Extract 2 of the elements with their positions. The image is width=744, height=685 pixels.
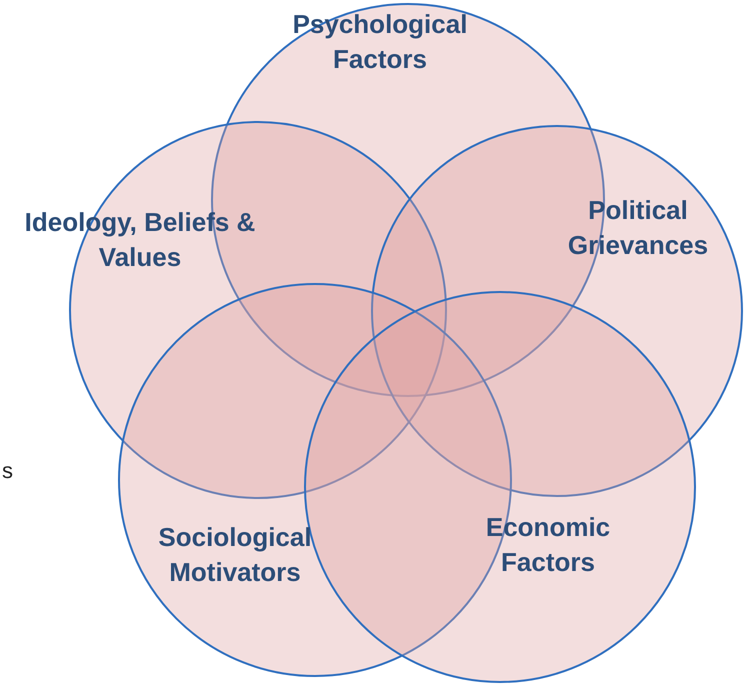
text-fragment: s	[2, 458, 13, 484]
circle-label: Sociological Motivators	[157, 520, 313, 589]
